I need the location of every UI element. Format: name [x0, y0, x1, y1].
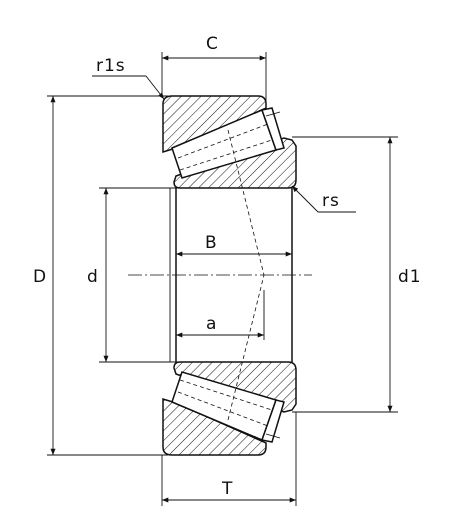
label-rs: rs [322, 191, 340, 211]
label-b: B [205, 233, 218, 253]
dimension-d-outer: D [33, 95, 168, 456]
label-d-outer: D [33, 267, 47, 287]
dimension-c: C [161, 34, 267, 108]
dimension-d1: d1 [292, 136, 422, 413]
dimension-d-bore: d [87, 187, 176, 363]
dimension-r1s: r1s [92, 56, 165, 100]
dimension-rs: rs [291, 185, 356, 213]
label-t: T [221, 479, 233, 499]
lower-roller [171, 371, 285, 443]
label-r1s: r1s [96, 56, 126, 76]
dimension-b: B [176, 233, 292, 257]
dimension-a: a [176, 290, 265, 340]
label-a: a [206, 314, 217, 334]
label-c: C [206, 34, 219, 54]
label-d-bore: d [87, 267, 99, 287]
upper-roller [171, 107, 285, 179]
dimension-t: T [161, 412, 297, 506]
pressure-lines [227, 129, 265, 421]
label-d1: d1 [398, 267, 422, 287]
